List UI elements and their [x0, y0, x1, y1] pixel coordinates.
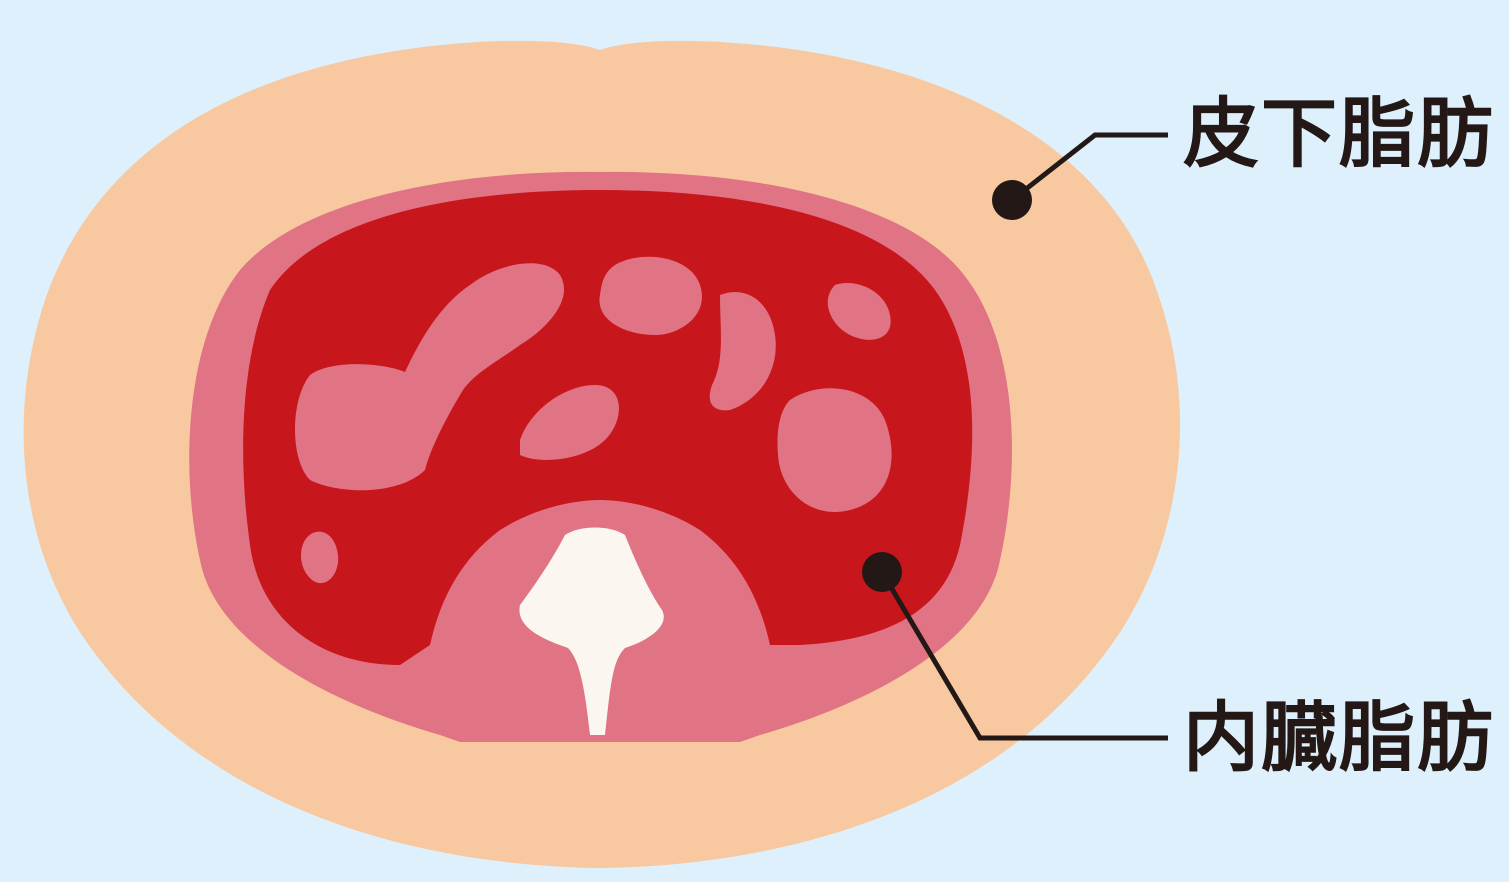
subcutaneous-fat-marker-dot	[992, 180, 1032, 220]
visceral-fat-marker-dot	[862, 552, 902, 592]
organ-blob-2	[599, 257, 702, 335]
subcutaneous-fat-label: 皮下脂肪	[1183, 96, 1495, 172]
visceral-fat-label: 内臓脂肪	[1183, 700, 1495, 776]
organ-blob-6	[778, 388, 892, 512]
